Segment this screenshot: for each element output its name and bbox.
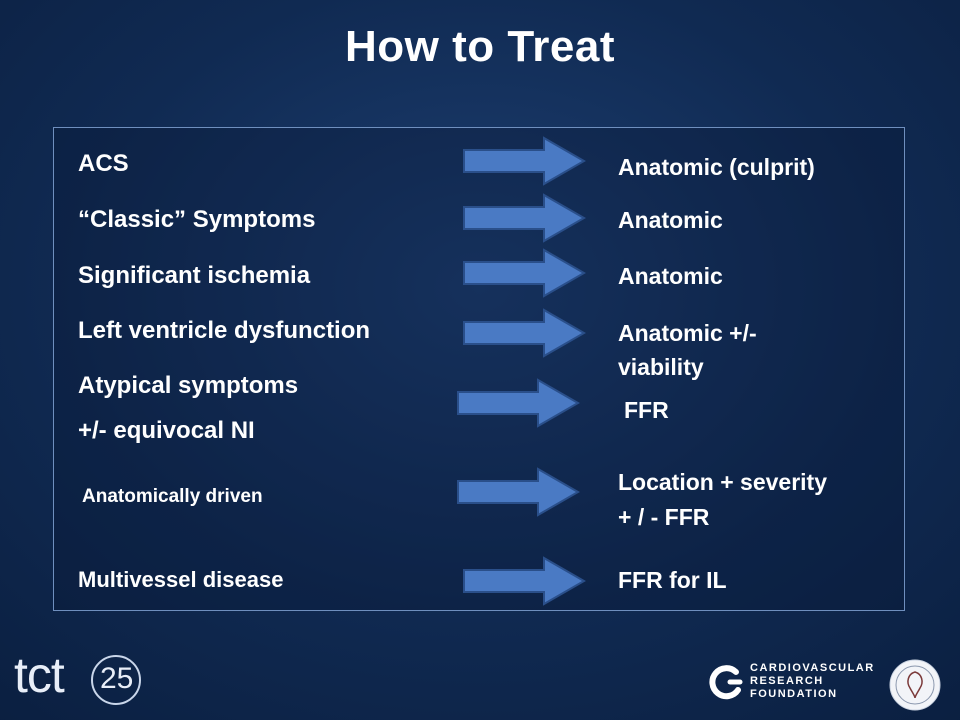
tct-logo-number: 25 bbox=[100, 662, 134, 695]
row-label-significant-ischemia: Significant ischemia bbox=[78, 262, 311, 289]
row-result-lv-dysfunction-line1: Anatomic +/- bbox=[618, 320, 757, 346]
arrow-right-icon bbox=[463, 556, 586, 606]
row-label-atypical-symptoms: Atypical symptoms bbox=[78, 372, 299, 399]
arrow-right-icon bbox=[463, 308, 586, 358]
row-label-classic-symptoms: “Classic” Symptoms bbox=[78, 206, 316, 233]
row-result-multivessel: FFR for IL bbox=[618, 567, 727, 593]
row-result-lv-dysfunction-line2: viability bbox=[618, 354, 704, 380]
crf-logo-icon bbox=[709, 665, 743, 700]
crf-line-2: RESEARCH bbox=[750, 675, 824, 687]
arrow-right-icon bbox=[457, 467, 580, 517]
crf-line-3: FOUNDATION bbox=[750, 688, 838, 700]
row-result-anatomically-driven-line1: Location + severity bbox=[618, 469, 827, 495]
arrow-right-icon bbox=[463, 248, 586, 298]
arrow-right-icon bbox=[463, 193, 586, 243]
row-result-classic-symptoms: Anatomic bbox=[618, 207, 723, 233]
row-label-multivessel: Multivessel disease bbox=[78, 567, 284, 592]
arrow-right-icon bbox=[457, 378, 580, 428]
row-result-acs: Anatomic (culprit) bbox=[618, 154, 815, 180]
tct-circle-icon bbox=[91, 655, 141, 705]
crf-logo: CARDIOVASCULAR RESEARCH FOUNDATION bbox=[708, 660, 873, 708]
tct-logo-text: tct bbox=[14, 647, 65, 703]
row-label-acs: ACS bbox=[78, 150, 129, 177]
seal-icon bbox=[889, 659, 941, 711]
row-label-anatomically-driven: Anatomically driven bbox=[82, 486, 263, 507]
row-result-atypical: FFR bbox=[624, 397, 669, 423]
row-label-equivocal-ni: +/- equivocal NI bbox=[78, 417, 255, 444]
row-result-significant-ischemia: Anatomic bbox=[618, 263, 723, 289]
tct-logo: tct 25 bbox=[14, 647, 144, 710]
arrow-right-icon bbox=[463, 136, 586, 186]
crf-line-1: CARDIOVASCULAR bbox=[750, 662, 875, 674]
row-result-anatomically-driven-line2: + / - FFR bbox=[618, 504, 710, 530]
slide-title: How to Treat bbox=[344, 22, 616, 71]
row-label-lv-dysfunction: Left ventricle dysfunction bbox=[78, 317, 371, 344]
